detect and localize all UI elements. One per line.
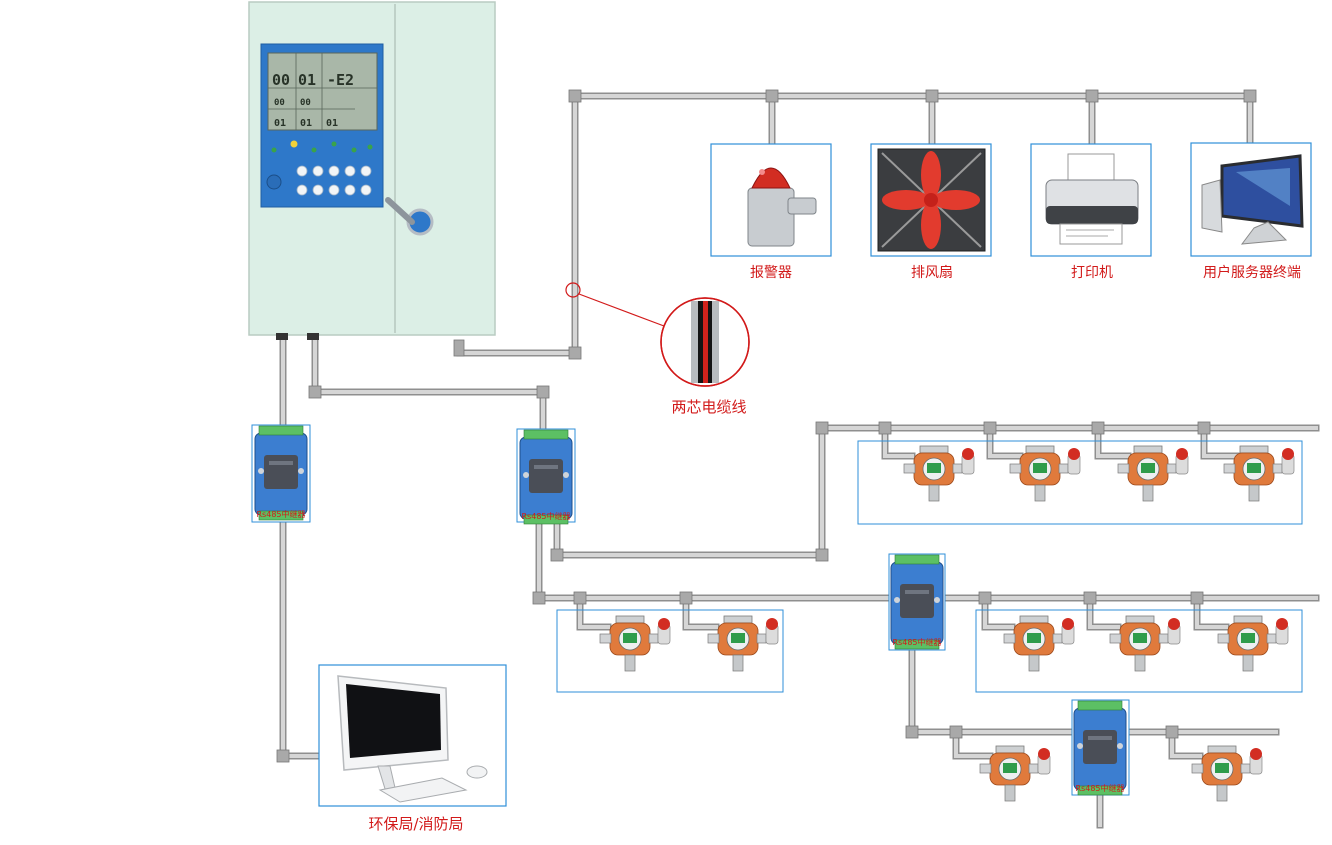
gas-alarm-controller: 00 01 -E2 00 00 01 01 01 — [248, 1, 496, 340]
cable-conduits — [276, 89, 1320, 829]
lcd-value-5: 00 — [300, 98, 311, 108]
repeater-left-label: Rs485中继器 — [257, 509, 306, 519]
cable-callout: 两芯电缆线 — [565, 282, 750, 416]
speaker-grille — [266, 174, 282, 190]
rs485-repeater-left: Rs485中继器 — [251, 424, 311, 523]
status-leds — [271, 140, 373, 153]
lcd-value-8: 01 — [326, 118, 338, 129]
alarm-label: 报警器 — [750, 265, 792, 281]
office-computer — [318, 664, 507, 807]
cable-label: 两芯电缆线 — [671, 398, 746, 416]
lcd-readouts: 00 01 -E2 00 00 01 01 01 — [272, 71, 354, 129]
lcd-value-6: 01 — [274, 118, 286, 129]
server-label: 用户服务器终端 — [1203, 264, 1301, 281]
repeater-bottom-label: Rs485中继器 — [1076, 783, 1125, 793]
server-terminal-device — [1190, 142, 1312, 257]
lcd-value-1: 00 — [272, 71, 290, 89]
rs485-repeater-middle: Rs485中继器 — [516, 428, 576, 525]
fan-label: 排风扇 — [911, 265, 953, 281]
alarm-device — [710, 143, 832, 257]
key-lock-icon — [385, 197, 434, 236]
detector-group-middle-right — [975, 609, 1303, 693]
office-label: 环保局/消防局 — [368, 815, 463, 833]
lcd-value-7: 01 — [300, 118, 312, 129]
repeater-middle-label: Rs485中继器 — [522, 511, 571, 521]
detector-group-top — [857, 440, 1303, 525]
exhaust-fan-device — [870, 143, 992, 257]
lcd-value-2: 01 — [298, 71, 316, 89]
printer-label: 打印机 — [1071, 264, 1113, 281]
rs485-repeater-right: Rs485中继器 — [888, 553, 946, 651]
lcd-value-4: 00 — [274, 98, 285, 108]
rs485-repeater-bottom: Rs485中继器 — [1071, 699, 1130, 796]
repeater-right-label: Rs485中继器 — [893, 637, 942, 647]
detector-group-middle-left — [556, 609, 784, 693]
lcd-value-3: -E2 — [327, 71, 354, 89]
keypad — [296, 165, 372, 196]
printer-device — [1030, 143, 1152, 257]
